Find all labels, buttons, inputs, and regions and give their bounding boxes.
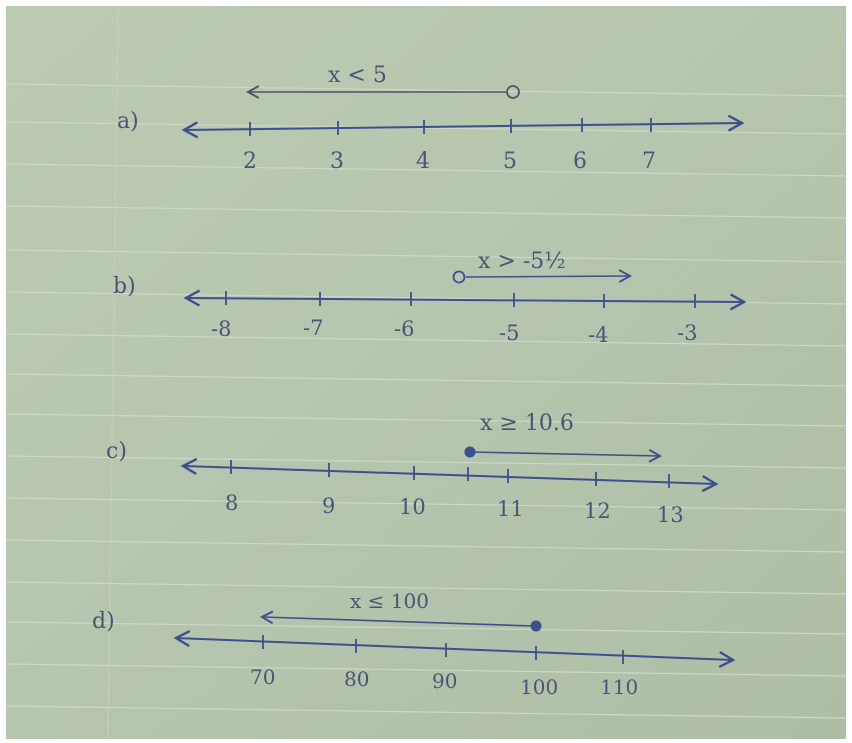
tick-label: 80 (344, 667, 369, 691)
tick-label: -6 (394, 317, 414, 341)
ruled-line (5, 497, 847, 511)
problem-a-inequality: x < 5 (328, 63, 387, 88)
tick-label: 11 (497, 497, 524, 521)
ruled-line (5, 663, 847, 677)
problem-a: a) x < 5 2 3 4 5 6 7 (117, 63, 745, 174)
problem-c-ticks (230, 460, 670, 488)
tick-label: 4 (416, 149, 430, 174)
problem-a-open-circle (506, 85, 520, 99)
problem-b-inequality: x > -5½ (478, 249, 566, 274)
problem-c-label: c) (106, 439, 127, 464)
tick-label: 9 (322, 494, 335, 518)
problem-a-number-line (181, 114, 745, 139)
margin-line (107, 5, 119, 740)
ruled-line (5, 581, 847, 595)
tick-label: 2 (243, 149, 257, 174)
problem-c-number-line (180, 457, 719, 493)
tick-label: -4 (588, 323, 608, 347)
problem-d-number-line (173, 629, 736, 669)
problem-d: d) x ≤ 100 70 80 90 100 110 (92, 589, 736, 699)
tick-label: 90 (432, 669, 457, 693)
tick-label: 70 (250, 665, 275, 689)
ruled-line (5, 163, 847, 177)
problem-b-open-circle (452, 270, 466, 284)
tick-label: 13 (657, 503, 684, 527)
tick-label: 100 (520, 675, 558, 699)
problem-b: b) x > -5½ -8 -7 -6 -5 -4 -3 (113, 249, 747, 347)
problem-d-inequality: x ≤ 100 (350, 589, 429, 613)
tick-label: 3 (330, 149, 344, 174)
problem-d-closed-dot (530, 620, 542, 632)
tick-label: -8 (211, 317, 231, 341)
tick-label: 6 (573, 149, 587, 174)
problem-b-ticks (225, 291, 696, 308)
problem-c: c) x ≥ 10.6 8 9 10 11 12 13 (106, 411, 719, 527)
ruled-line (5, 413, 847, 427)
ruled-line (5, 705, 847, 719)
tick-label: 7 (642, 149, 656, 174)
problem-d-solution-ray (260, 610, 535, 627)
ruled-line (5, 83, 847, 97)
problem-d-label: d) (92, 609, 115, 634)
ruled-line (5, 205, 847, 219)
ruled-line (5, 373, 847, 387)
ruled-line (5, 249, 847, 263)
problem-a-ticks (249, 118, 652, 136)
tick-label: -5 (499, 321, 519, 345)
ruled-lines (5, 83, 847, 719)
ruled-line (5, 333, 847, 347)
problem-a-label: a) (117, 109, 139, 134)
tick-label: -7 (303, 316, 323, 340)
tick-label: 12 (584, 499, 611, 523)
problem-b-number-line (183, 289, 747, 311)
problem-c-closed-dot (464, 446, 476, 458)
tick-label: -3 (677, 321, 697, 345)
tick-label: 110 (600, 675, 638, 699)
tick-label: 10 (399, 495, 426, 519)
ruled-line (5, 539, 847, 553)
tick-label: 5 (503, 149, 517, 174)
problem-c-inequality: x ≥ 10.6 (480, 411, 574, 436)
problem-c-solution-ray (469, 448, 662, 463)
problem-b-label: b) (113, 274, 136, 299)
problem-d-ticks (262, 635, 624, 664)
problem-b-solution-ray (465, 269, 632, 283)
tick-label: 8 (225, 491, 238, 515)
